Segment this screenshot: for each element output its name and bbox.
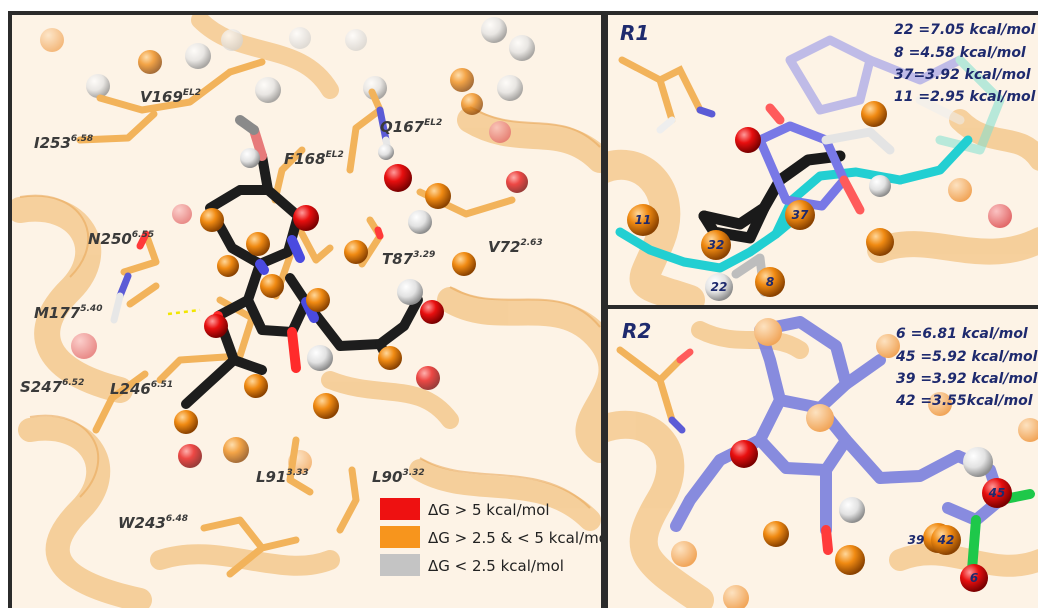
r2-site-label-6: 6	[970, 571, 978, 585]
residue-label-l90: L903.32	[372, 468, 425, 486]
panel-frames	[8, 11, 1038, 608]
panel-r1-title: R1	[620, 21, 649, 45]
residue-label-v72: V722.63	[488, 238, 543, 256]
r1-energy-2: 37=3.92 kcal/mol	[894, 67, 1031, 83]
r1-energy-3: 11 =2.95 kcal/mol	[894, 89, 1036, 105]
r2-energy-3: 42 =3.55kcal/mol	[895, 393, 1033, 409]
r1-ribbons	[606, 109, 1038, 305]
residue-label-f168: F168EL2	[284, 150, 344, 168]
protein-ribbon-edges	[19, 106, 601, 509]
r1-site-label-37: 37	[792, 208, 809, 222]
legend-swatch-low	[380, 554, 420, 576]
residue-label-w243: W2436.48	[118, 514, 188, 532]
legend-label-medium: ΔG > 2.5 & < 5 kcal/mol	[428, 529, 612, 547]
r2-energy-1: 45 =5.92 kcal/mol	[895, 349, 1038, 365]
legend-label-low: ΔG < 2.5 kcal/mol	[428, 557, 564, 575]
r2-stick-heteroatoms	[668, 348, 694, 434]
r1-stick-heteroatoms	[656, 106, 716, 134]
residue-label-n250: N2506.55	[88, 230, 154, 248]
residue-label-l246: L2466.51	[110, 380, 173, 398]
panel-r2: 39 42 45 6 R2 6 =6.81 kcal/mol 45 =5.92 …	[606, 309, 1038, 608]
residue-label-s247: S2476.52	[20, 378, 84, 396]
r2-site-markers: 39 42 45 6	[908, 478, 1012, 592]
r1-energy-list: 22 =7.05 kcal/mol 8 =4.58 kcal/mol 37=3.…	[894, 22, 1036, 105]
main-panel: V169EL2 I2536.58 Q167EL2 F168EL2 N2506.5…	[10, 13, 612, 608]
background-spheres	[40, 17, 535, 474]
legend-label-high: ΔG > 5 kcal/mol	[428, 501, 550, 519]
r1-energy-0: 22 =7.05 kcal/mol	[894, 22, 1036, 38]
r1-residue-sticks	[618, 56, 704, 124]
r1-spheres	[735, 101, 1012, 256]
panel-r1: 11 32 37 22 8 R1 22 =7.05 kcal/mol 8 =4.…	[606, 13, 1038, 305]
residue-label-l91: L913.33	[256, 468, 309, 486]
residue-label-t87: T873.29	[382, 250, 435, 268]
r2-spheres	[671, 318, 1038, 608]
r2-energy-list: 6 =6.81 kcal/mol 45 =5.92 kcal/mol 39 =3…	[895, 326, 1038, 409]
r2-energy-2: 39 =3.92 kcal/mol	[896, 371, 1038, 387]
residue-label-v169: V169EL2	[140, 88, 201, 106]
residue-labels: V169EL2 I2536.58 Q167EL2 F168EL2 N2506.5…	[20, 88, 543, 532]
residue-label-m177: M1775.40	[34, 304, 102, 322]
r1-site-label-8: 8	[766, 275, 774, 289]
interaction-spheres	[174, 144, 476, 434]
legend-swatch-medium	[380, 526, 420, 548]
r2-site-label-42: 42	[937, 533, 955, 547]
r1-site-markers: 11 32 37 22 8	[627, 200, 815, 301]
r2-energy-0: 6 =6.81 kcal/mol	[896, 326, 1028, 342]
r2-site-label-39: 39	[908, 533, 925, 547]
hbond-dashes	[167, 308, 201, 316]
residue-label-q167: Q167EL2	[380, 118, 442, 136]
r1-energy-1: 8 =4.58 kcal/mol	[894, 45, 1026, 61]
legend-swatch-high	[380, 498, 420, 520]
r2-residue-sticks	[616, 346, 684, 424]
energy-legend: ΔG > 5 kcal/mol ΔG > 2.5 & < 5 kcal/mol …	[380, 498, 612, 576]
r1-site-label-11: 11	[635, 213, 652, 227]
r1-site-label-22: 22	[711, 280, 728, 294]
protein-ribbons	[10, 13, 603, 608]
residue-label-i253: I2536.58	[34, 134, 93, 152]
panel-r2-title: R2	[622, 319, 651, 343]
r2-site-label-45: 45	[988, 486, 1006, 500]
r1-site-label-32: 32	[708, 238, 725, 252]
